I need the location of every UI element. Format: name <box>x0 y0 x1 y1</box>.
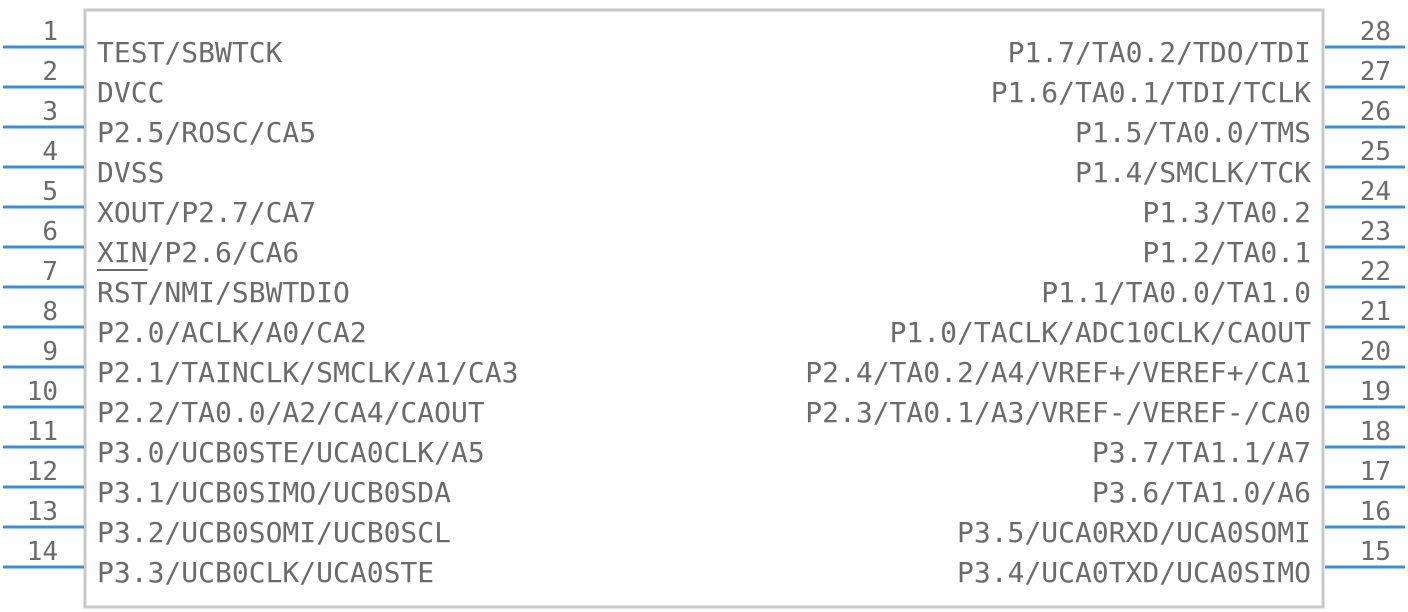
pin-5-label: XOUT/P2.7/CA7 <box>97 196 316 229</box>
pin-8-label: P2.0/ACLK/A0/CA2 <box>97 316 367 349</box>
pin-9-label: P2.1/TAINCLK/SMCLK/A1/CA3 <box>97 356 518 389</box>
pin-22-number: 22 <box>1360 257 1391 287</box>
pin-15-label: P3.4/UCA0TXD/UCA0SIMO <box>957 556 1311 589</box>
pin-16-label: P3.5/UCA0RXD/UCA0SOMI <box>957 516 1311 549</box>
pin-25-number: 25 <box>1360 137 1391 167</box>
pin-10-number: 10 <box>27 377 58 407</box>
pin-3-label: P2.5/ROSC/CA5 <box>97 116 316 149</box>
pin-18-number: 18 <box>1360 417 1391 447</box>
pin-22-label: P1.1/TA0.0/TA1.0 <box>1041 276 1311 309</box>
pin-27-label: P1.6/TA0.1/TDI/TCLK <box>991 76 1311 109</box>
pin-14-number: 14 <box>27 537 58 567</box>
pin-9-number: 9 <box>42 337 58 367</box>
pin-1-number: 1 <box>42 17 58 47</box>
pin-17-label: P3.6/TA1.0/A6 <box>1092 476 1311 509</box>
pin-27-number: 27 <box>1360 57 1391 87</box>
pin-11-label: P3.0/UCB0STE/UCA0CLK/A5 <box>97 436 485 469</box>
pin-14-label: P3.3/UCB0CLK/UCA0STE <box>97 556 434 589</box>
pin-26-label: P1.5/TA0.0/TMS <box>1075 116 1311 149</box>
pin-3-number: 3 <box>42 97 58 127</box>
pin-28-number: 28 <box>1360 17 1391 47</box>
pin-12-number: 12 <box>27 457 58 487</box>
pin-21-label: P1.0/TACLK/ADC10CLK/CAOUT <box>890 316 1312 349</box>
pin-23-number: 23 <box>1360 217 1391 247</box>
pin-12-label: P3.1/UCB0SIMO/UCB0SDA <box>97 476 451 509</box>
pin-26-number: 26 <box>1360 97 1391 127</box>
pin-13-label: P3.2/UCB0SOMI/UCB0SCL <box>97 516 451 549</box>
pin-28-label: P1.7/TA0.2/TDO/TDI <box>1008 36 1311 69</box>
pin-2-label: DVCC <box>97 76 164 109</box>
pin-19-number: 19 <box>1360 377 1391 407</box>
pin-5-number: 5 <box>42 177 58 207</box>
ic-body <box>83 8 1325 609</box>
pin-7-label: RST/NMI/SBWTDIO <box>97 276 350 309</box>
pin-2-number: 2 <box>42 57 58 87</box>
pin-25-label: P1.4/SMCLK/TCK <box>1075 156 1311 189</box>
pin-4-number: 4 <box>42 137 58 167</box>
pin-11-number: 11 <box>27 417 58 447</box>
pin-20-number: 20 <box>1360 337 1391 367</box>
pin-1-label: TEST/SBWTCK <box>97 36 283 69</box>
pin-7-number: 7 <box>42 257 58 287</box>
pin-8-number: 8 <box>42 297 58 327</box>
pin-20-label: P2.4/TA0.2/A4/VREF+/VEREF+/CA1 <box>805 356 1311 389</box>
pin-10-label: P2.2/TA0.0/A2/CA4/CAOUT <box>97 396 485 429</box>
pin-24-number: 24 <box>1360 177 1391 207</box>
pin-17-number: 17 <box>1360 457 1391 487</box>
pin-6-number: 6 <box>42 217 58 247</box>
pin-23-label: P1.2/TA0.1 <box>1142 236 1311 269</box>
pin-16-number: 16 <box>1360 497 1391 527</box>
pin-18-label: P3.7/TA1.1/A7 <box>1092 436 1311 469</box>
pin-15-number: 15 <box>1360 537 1391 567</box>
pin-19-label: P2.3/TA0.1/A3/VREF-/VEREF-/CA0 <box>805 396 1311 429</box>
pin-6-label: XIN/P2.6/CA6 <box>97 236 299 269</box>
pin-24-label: P1.3/TA0.2 <box>1142 196 1311 229</box>
pin-4-label: DVSS <box>97 156 164 189</box>
pin-21-number: 21 <box>1360 297 1391 327</box>
pin-13-number: 13 <box>27 497 58 527</box>
